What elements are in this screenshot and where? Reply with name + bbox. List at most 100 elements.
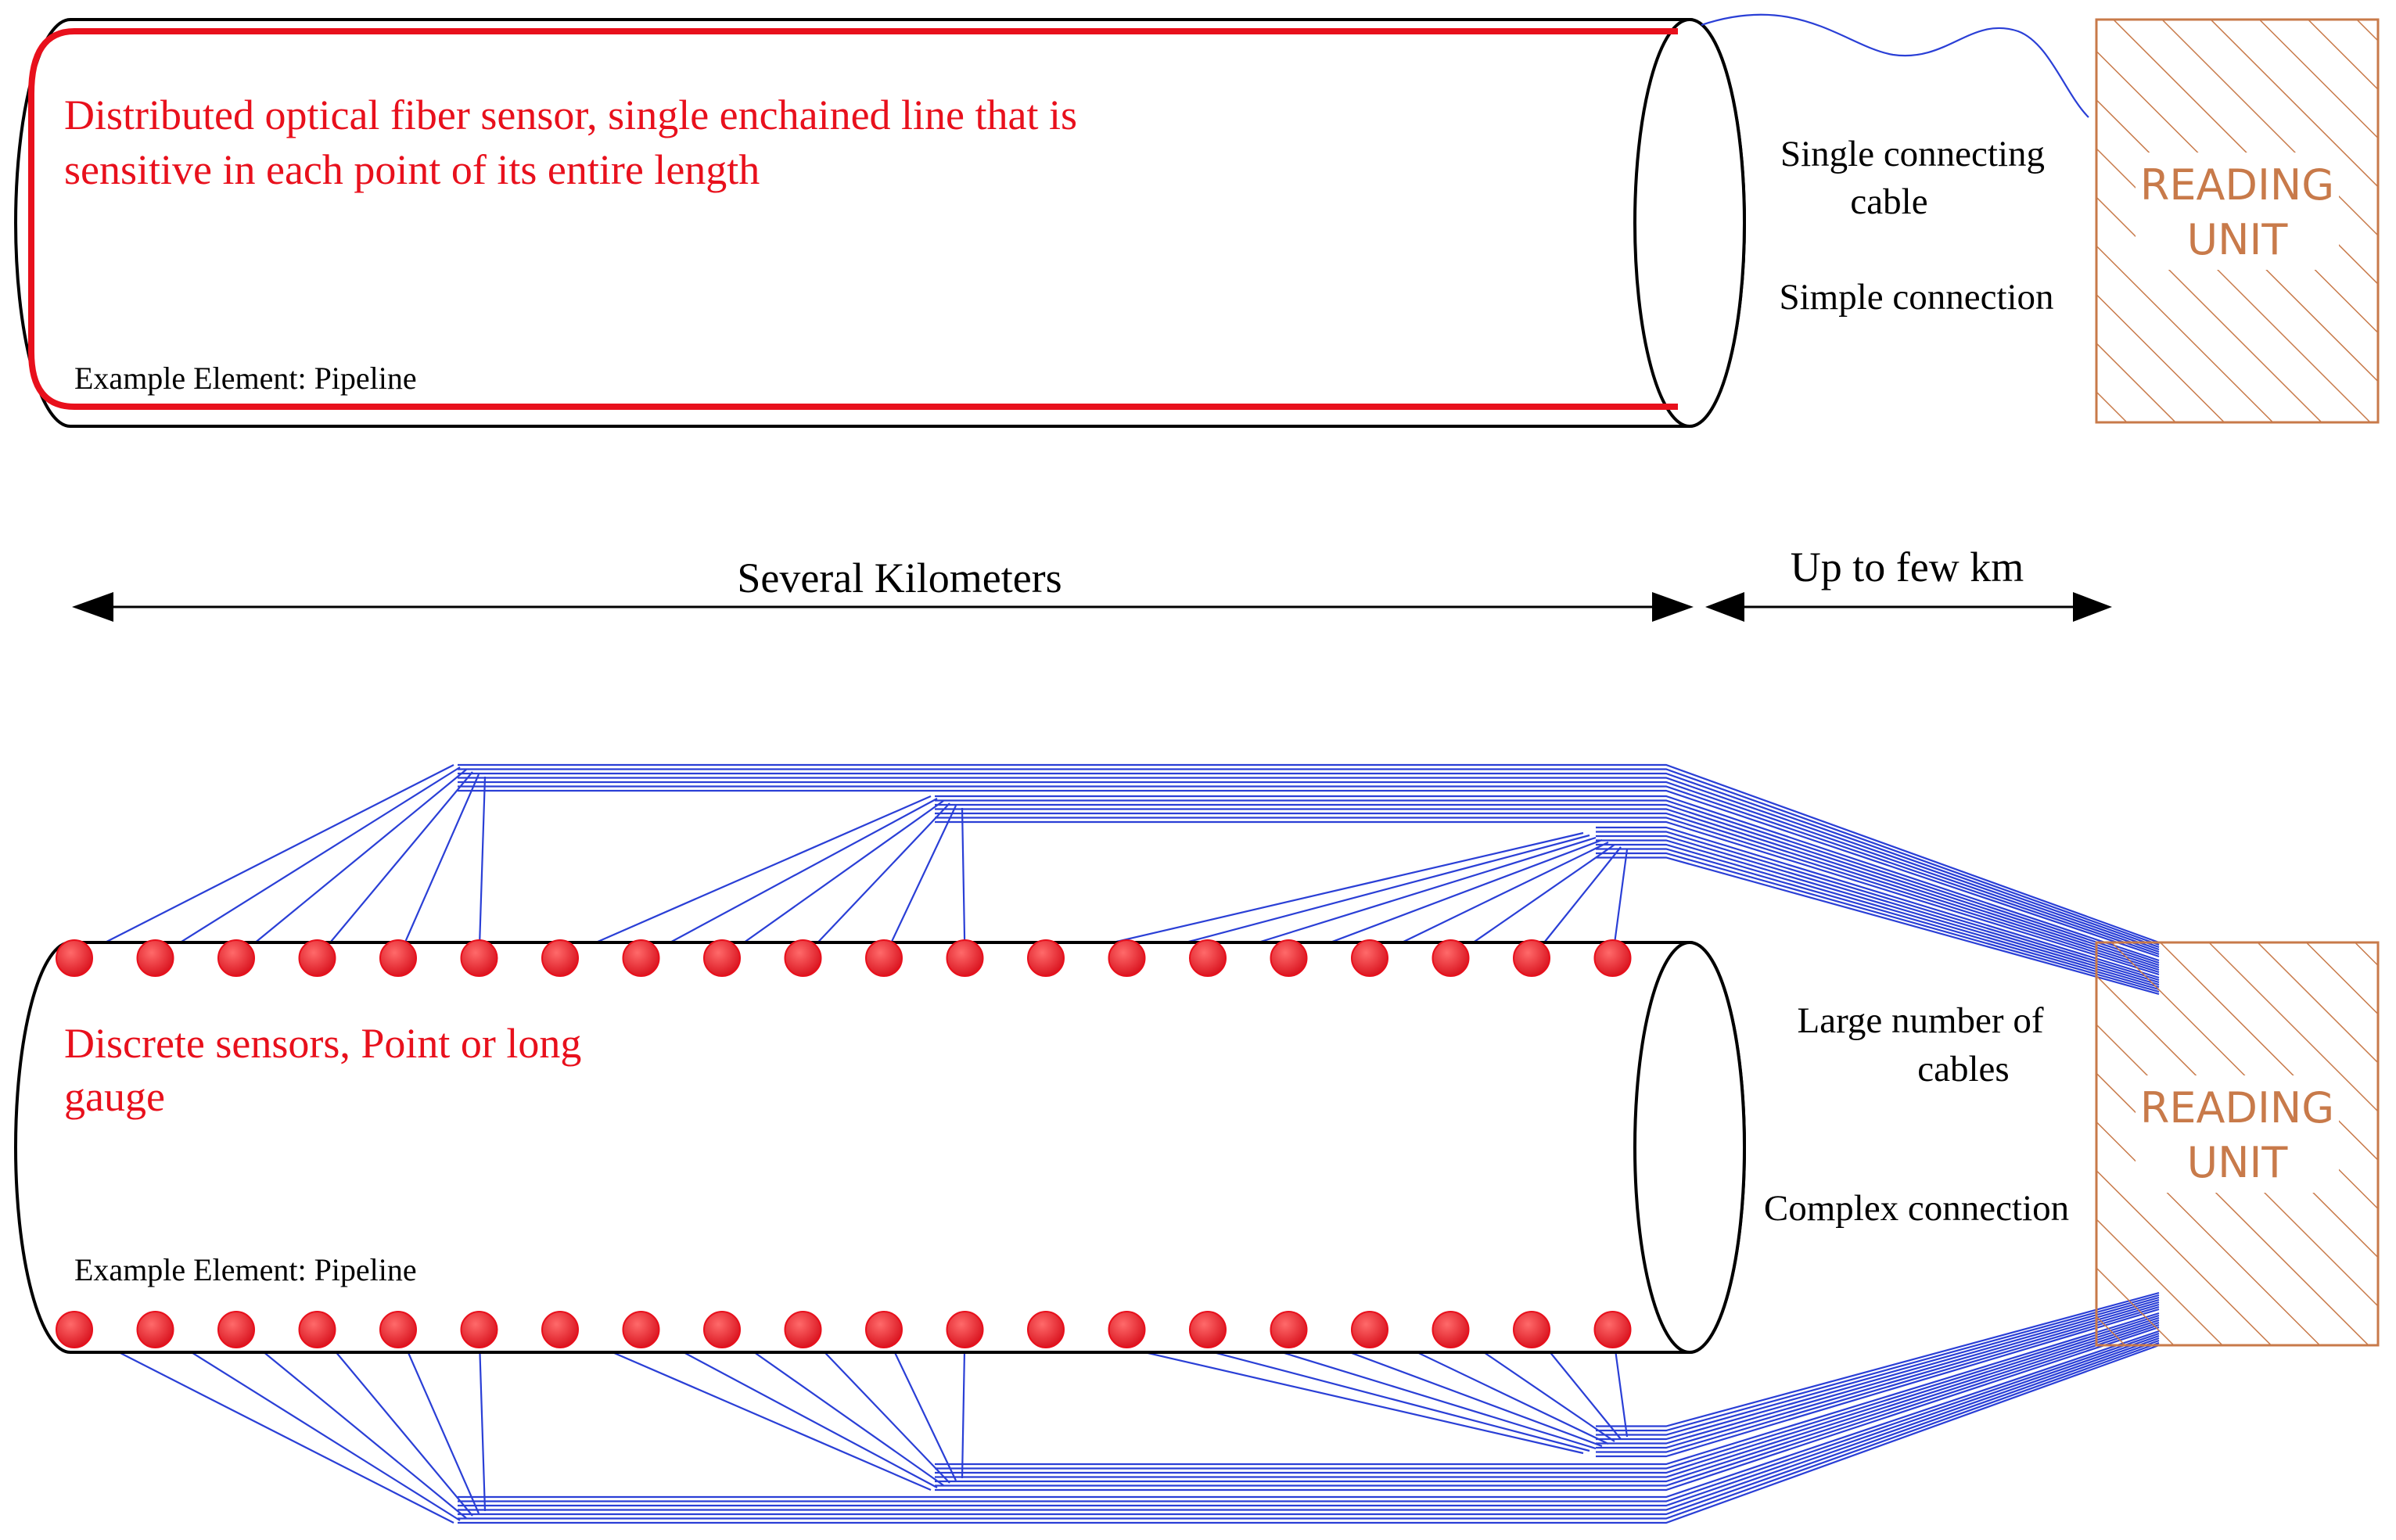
sensor-top (1189, 939, 1227, 977)
sensor-cable (478, 1329, 487, 1512)
trunk-cable (935, 803, 2160, 967)
trunk-cable (1596, 856, 2160, 996)
trunk-cable (1596, 835, 2160, 984)
top-reading-unit-label-bg (2136, 153, 2339, 270)
sensor-cable (961, 807, 966, 959)
trunk-cable (1596, 1294, 2160, 1432)
trunk-cable (458, 763, 2160, 944)
sensor-cable (1207, 836, 1597, 960)
sensor-top (703, 939, 741, 977)
sensor-bottom (56, 1311, 93, 1348)
sensor-cable (74, 764, 454, 959)
bottom-reading-unit-label-bg (2136, 1075, 2339, 1193)
top-cable-label-line1: Single connecting (1780, 134, 2045, 174)
single-connecting-cable (1701, 13, 2089, 118)
trunk-cable (1596, 1296, 2160, 1436)
sensor-cable-bundle (74, 763, 2160, 1524)
bottom-title-line1: Discrete sensors, Point or long (64, 1020, 581, 1067)
span-arrow-right-head (1652, 592, 1694, 622)
discrete-sensor-panel: Discrete sensors, Point or long gauge Ex… (14, 763, 2380, 1524)
discrete-sensor-array (56, 939, 1632, 1348)
sensor-bottom (1513, 1311, 1550, 1348)
link-label: Up to few km (1791, 544, 2024, 591)
sensor-cable (1126, 834, 1590, 960)
sensor-top (1270, 939, 1308, 977)
dimension-arrows: Several Kilometers Up to few km (72, 544, 2112, 622)
sensor-cable (316, 771, 473, 959)
sensor-top (784, 939, 822, 977)
trunk-cable (935, 1312, 2160, 1466)
sensor-top (460, 939, 498, 977)
trunk-cable (935, 808, 2160, 969)
sensor-cable (235, 769, 467, 959)
bottom-pipeline-end (1633, 941, 1746, 1354)
sensor-cable (316, 1329, 473, 1517)
sensor-bottom (622, 1311, 660, 1348)
trunk-cable (458, 777, 2160, 951)
link-arrow-left-head (1705, 592, 1744, 622)
trunk-cable (1596, 1301, 2160, 1445)
sensor-bottom (298, 1311, 336, 1348)
bottom-reading-unit-line2: UNIT (2187, 1138, 2289, 1187)
sensor-top (136, 939, 174, 977)
sensor-cable (802, 802, 950, 959)
top-reading-unit: READING UNIT (2095, 18, 2380, 424)
trunk-cable (935, 817, 2160, 974)
trunk-cable (935, 1321, 2160, 1483)
top-cable-label-line2: cable (1850, 181, 1927, 222)
sensor-cable (721, 1329, 944, 1486)
sensor-top (622, 939, 660, 977)
sensor-top (379, 939, 417, 977)
sensor-top (56, 939, 93, 977)
span-arrow-left-head (72, 592, 113, 622)
top-title-line2: sensitive in each point of its entire le… (64, 146, 760, 193)
sensor-top (217, 939, 255, 977)
bottom-title-line2: gauge (64, 1073, 165, 1120)
sensor-bottom (784, 1311, 822, 1348)
sensor-cable (721, 800, 944, 959)
sensor-top (1513, 939, 1550, 977)
top-pipeline-end (1633, 18, 1746, 428)
sensor-bottom (703, 1311, 741, 1348)
trunk-cable (458, 768, 2160, 946)
sensor-top (1431, 939, 1470, 977)
trunk-cable (935, 820, 2160, 976)
trunk-cable (1596, 839, 2160, 986)
sensor-cable (961, 1329, 966, 1479)
top-reading-unit-line2: UNIT (2187, 215, 2289, 264)
trunk-cable (458, 1344, 2160, 1524)
sensor-top (298, 939, 336, 977)
sensor-top (1108, 939, 1146, 977)
sensor-bottom (1593, 1311, 1632, 1348)
sensor-bottom (1027, 1311, 1065, 1348)
sensor-bottom (136, 1311, 174, 1348)
trunk-cable (935, 1319, 2160, 1478)
sensor-top (865, 939, 903, 977)
trunk-cable (458, 1330, 2160, 1499)
sensor-bottom (1189, 1311, 1227, 1348)
trunk-cable (1596, 1305, 2160, 1453)
sensor-cable (478, 776, 487, 959)
sensor-cable (883, 1329, 957, 1481)
optical-fiber-line (28, 28, 1678, 410)
trunk-cable (1596, 831, 2160, 982)
sensor-bottom (1431, 1311, 1470, 1348)
trunk-cable (458, 789, 2160, 958)
bottom-reading-unit: READING UNIT (2095, 941, 2380, 1347)
distributed-sensor-panel: Distributed optical fiber sensor, single… (14, 13, 2380, 428)
top-reading-unit-line1: READING (2140, 160, 2334, 210)
trunk-cable (935, 1326, 2160, 1492)
sensor-top (541, 939, 579, 977)
trunk-cable (458, 1332, 2160, 1502)
trunk-cable (1596, 852, 2160, 993)
sensor-cable (235, 1329, 467, 1519)
sensor-cable (74, 1329, 454, 1524)
sensor-cable (397, 774, 480, 959)
trunk-cable (1596, 1291, 2160, 1427)
top-connection-label: Simple connection (1779, 277, 2053, 318)
trunk-cable (458, 1334, 2160, 1507)
trunk-cable (458, 1341, 2160, 1520)
top-element-label: Example Element: Pipeline (74, 361, 417, 396)
trunk-cable (458, 1339, 2160, 1516)
